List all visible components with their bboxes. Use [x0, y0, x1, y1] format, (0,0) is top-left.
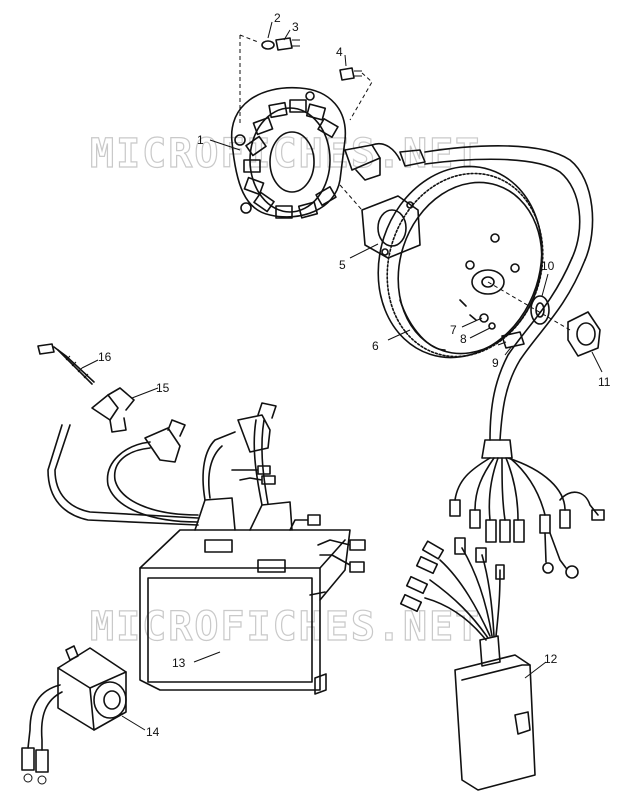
callout-leaders	[81, 21, 603, 731]
callout-15: 15	[156, 381, 170, 395]
callout-10: 10	[541, 259, 555, 273]
flywheel	[377, 165, 544, 359]
callout-5: 5	[339, 258, 346, 272]
callout-labels: 1 2 3 4 5 6 7 8 9 10 11 12 13 14 15 16	[98, 11, 611, 739]
callout-14: 14	[146, 725, 160, 739]
flywheel-fasteners	[479, 313, 525, 349]
callout-9: 9	[492, 356, 499, 370]
ignition-coil-pack	[47, 387, 366, 695]
flywheel-hub	[339, 184, 421, 259]
callout-11: 11	[598, 375, 611, 389]
callout-6: 6	[372, 339, 379, 353]
spark-plug	[37, 343, 95, 385]
watermark-bottom: MICROFICHES.NET	[90, 604, 481, 650]
voltage-regulator	[21, 645, 127, 785]
stator-wire-harness	[424, 145, 594, 441]
callout-3: 3	[292, 20, 299, 34]
cdi-box	[399, 537, 536, 791]
callout-4: 4	[336, 45, 343, 59]
callout-12: 12	[544, 652, 558, 666]
harness-connectors	[449, 439, 605, 579]
callout-1: 1	[197, 133, 204, 147]
callout-2: 2	[274, 11, 281, 25]
watermark-top: MICROFICHES.NET	[90, 131, 481, 177]
callout-8: 8	[460, 332, 467, 346]
stator-assembly	[230, 86, 426, 219]
callout-13: 13	[172, 656, 186, 670]
callout-16: 16	[98, 350, 112, 364]
flywheel-nut	[487, 281, 601, 357]
callout-7: 7	[450, 323, 457, 337]
